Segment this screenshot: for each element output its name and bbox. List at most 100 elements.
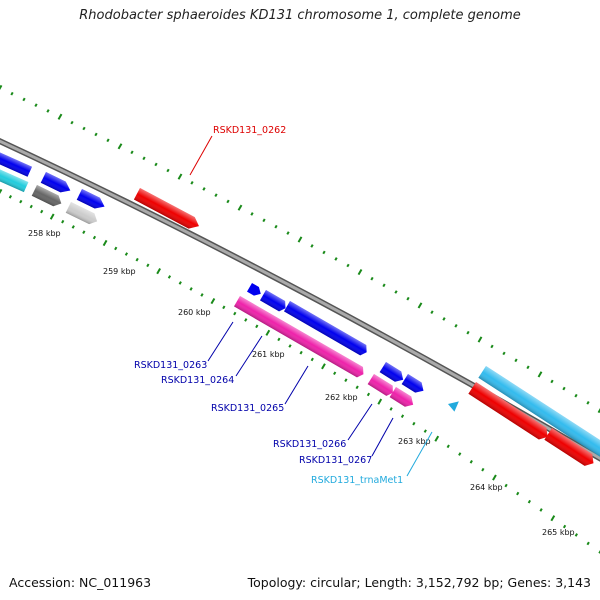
tick-mark-outer [334, 257, 338, 261]
tick-mark-outer [142, 156, 146, 161]
tick-mark-inner [310, 357, 314, 362]
tick-mark-outer [454, 323, 458, 328]
gene-label-0266[interactable]: RSKD131_0266 [273, 439, 346, 450]
gene-cyan-left[interactable] [0, 165, 29, 193]
tick-mark-inner [210, 297, 216, 305]
tick-mark-outer [537, 371, 543, 378]
tick-mark-inner [29, 204, 33, 209]
tick-mark-inner [124, 252, 129, 256]
gene-label-0265[interactable]: RSKD131_0265 [211, 403, 284, 414]
tick-mark-inner [333, 371, 337, 376]
tick-mark-outer [10, 91, 14, 96]
tick-mark-outer [526, 365, 530, 370]
tick-mark-inner [114, 246, 118, 251]
scale-label-264: 264 kbp [470, 483, 503, 492]
gene-rskd131-0267[interactable] [389, 387, 417, 410]
gene-silver[interactable] [65, 202, 100, 227]
gene-blue-short[interactable] [260, 290, 289, 313]
tick-mark-inner [550, 515, 556, 522]
tick-mark-inner [527, 499, 531, 504]
gene-blue-tiny[interactable] [247, 283, 263, 298]
tick-mark-outer [177, 173, 183, 180]
tick-mark-inner [102, 239, 108, 247]
tick-mark-outer [46, 109, 50, 113]
tick-mark-outer [214, 193, 218, 197]
tick-mark-outer [297, 236, 303, 243]
gene-rskd131-0263[interactable] [234, 296, 366, 379]
tick-ring-outer [0, 84, 600, 414]
leader-line-0267 [371, 417, 394, 457]
tick-mark-inner [277, 337, 281, 342]
tick-mark-outer [237, 204, 243, 211]
tick-mark-outer [117, 143, 123, 150]
gene-blue-small-2[interactable] [76, 189, 107, 212]
tick-mark-inner [400, 414, 405, 419]
leader-line-0265 [284, 365, 309, 405]
tick-mark-inner [8, 194, 13, 199]
gene-label-0264[interactable]: RSKD131_0264 [161, 375, 234, 386]
tick-mark-inner [562, 524, 567, 529]
gene-red-right-1[interactable] [468, 382, 551, 443]
tick-mark-inner [586, 541, 590, 546]
tick-mark-outer [346, 263, 350, 268]
gene-rskd131-0266[interactable] [367, 374, 396, 398]
tick-mark-inner [167, 275, 172, 279]
gene-red-right-2[interactable] [544, 428, 597, 469]
gene-rskd131-trnamet1[interactable] [448, 398, 462, 412]
tick-mark-outer [550, 379, 554, 384]
tick-mark-inner [146, 263, 150, 268]
gene-gray[interactable] [31, 185, 64, 209]
tick-mark-inner [458, 452, 462, 456]
tick-mark-outer [106, 138, 110, 143]
tick-mark-outer [70, 120, 74, 125]
tick-mark-inner [92, 235, 97, 240]
tick-mark-outer [57, 113, 63, 120]
tick-mark-outer [586, 401, 590, 405]
gene-rskd131-0262[interactable] [133, 188, 202, 232]
gene-blue-left-top[interactable] [0, 148, 33, 177]
leader-line-0264 [235, 335, 263, 377]
tick-mark-inner [233, 311, 237, 316]
scale-label-263: 263 kbp [398, 437, 431, 446]
tick-mark-outer [430, 310, 434, 314]
tick-mark-inner [156, 268, 162, 275]
gene-blue-small-1[interactable] [40, 172, 73, 196]
tick-mark-inner [299, 350, 303, 355]
tick-mark-outer [442, 317, 446, 321]
gene-label-0263[interactable]: RSKD131_0263 [134, 360, 207, 371]
gene-lightblue-right[interactable] [478, 366, 600, 460]
tick-mark-outer [286, 231, 290, 235]
tick-mark-outer [406, 296, 410, 301]
tick-mark-inner [0, 188, 3, 196]
gene-rskd131-0267-blue[interactable] [401, 374, 427, 396]
tick-mark-outer [262, 218, 266, 223]
gene-rskd131-0266-blue[interactable] [379, 362, 407, 385]
gene-blue-long[interactable] [284, 301, 370, 357]
genome-summary-text: Topology: circular; Length: 3,152,792 bp… [247, 575, 591, 590]
tick-mark-outer [477, 336, 483, 343]
scale-label-261: 261 kbp [252, 350, 285, 359]
tick-mark-outer [310, 244, 314, 248]
tick-mark-inner [255, 324, 259, 329]
gene-label-0262[interactable]: RSKD131_0262 [213, 125, 286, 136]
gene-label-trnamet1[interactable]: RSKD131_trnaMet1 [311, 475, 403, 486]
tick-mark-inner [481, 467, 485, 472]
tick-mark-inner [446, 444, 450, 449]
tick-mark-inner [40, 209, 44, 214]
tick-mark-outer [562, 386, 566, 391]
gene-label-0267[interactable]: RSKD131_0267 [299, 455, 372, 466]
tick-mark-inner [355, 385, 359, 390]
tick-mark-outer [597, 406, 600, 414]
scale-label-260: 260 kbp [178, 308, 211, 317]
tick-mark-outer [490, 344, 494, 349]
tick-mark-inner [61, 219, 65, 224]
tick-mark-inner [222, 305, 226, 310]
tick-mark-outer [130, 150, 134, 155]
tick-mark-outer [370, 276, 374, 281]
tick-mark-inner [49, 213, 55, 220]
tick-mark-outer [190, 180, 194, 185]
tick-mark-inner [412, 421, 416, 426]
tick-mark-inner [389, 407, 393, 411]
tick-mark-outer [394, 290, 398, 294]
